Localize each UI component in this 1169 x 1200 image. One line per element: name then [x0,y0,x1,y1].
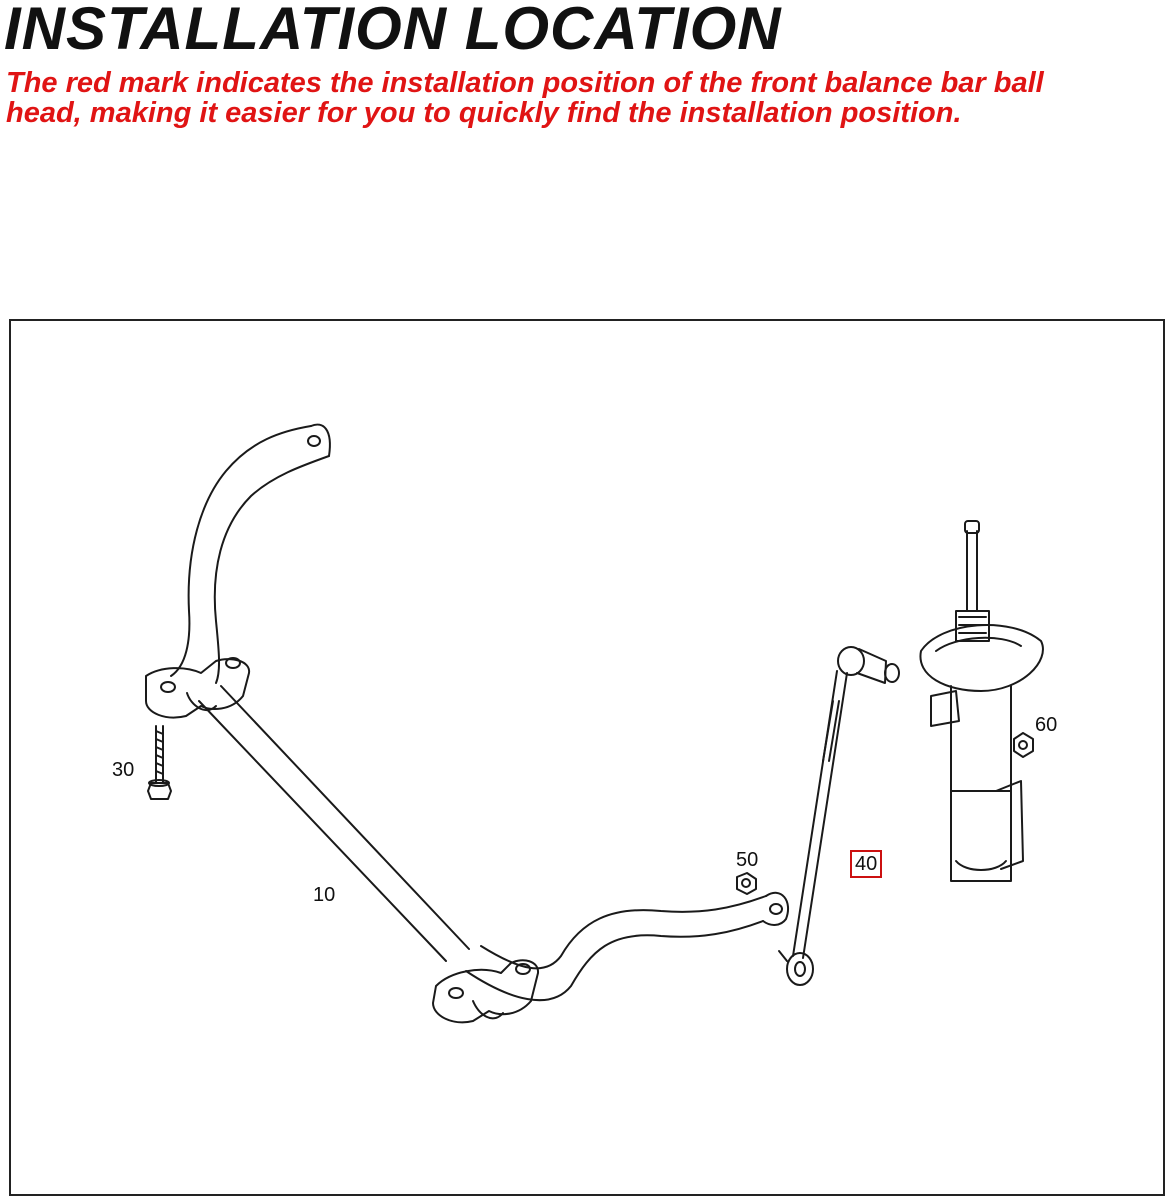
strut-nut [1013,732,1034,758]
bolt [147,725,172,800]
callout-link-rod-highlighted: 40 [850,850,883,878]
small-nut [736,872,757,895]
upper-bushing-clamp [145,657,251,719]
subtitle-line-1: The red mark indicates the installation … [6,67,1044,99]
callout-small-nut: 50 [736,849,759,871]
strut-assembly [919,520,1044,882]
page-subtitle: The red mark indicates the installation … [6,68,1166,128]
subtitle-line-2: head, making it easier for you to quickl… [6,97,962,129]
stabilizer-bar [170,423,789,1002]
parts-drawing [145,423,1044,1024]
callout-bolt: 30 [112,759,135,781]
callout-strut-nut: 60 [1035,714,1058,736]
lower-bushing-clamp [432,959,539,1024]
page-title: INSTALLATION LOCATION [4,0,782,62]
link-rod [778,646,900,986]
callout-stabilizer-bar: 10 [313,884,336,906]
parts-diagram: 10 30 40 50 60 [9,319,1165,1196]
